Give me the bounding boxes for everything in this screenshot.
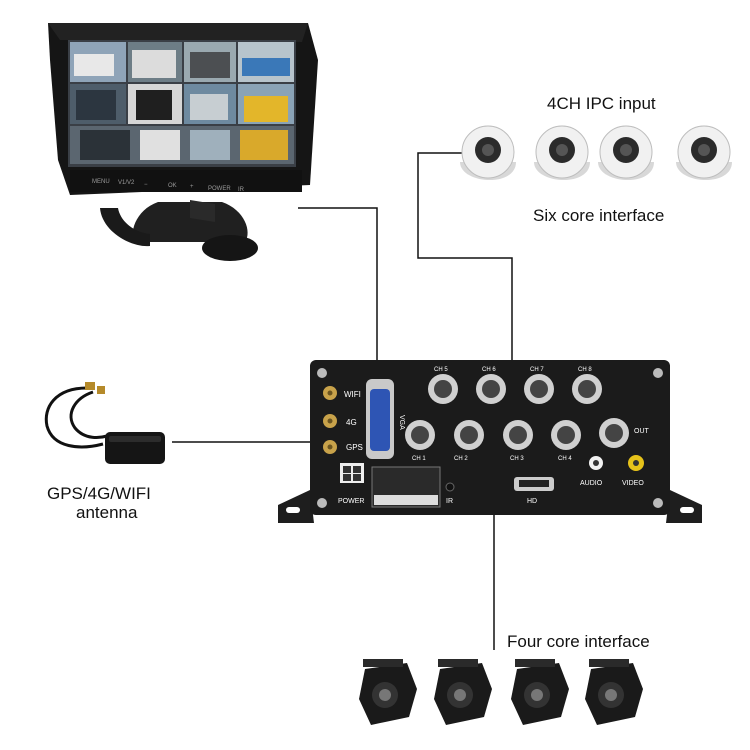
aviation-connectors-top[interactable] (428, 374, 602, 404)
monitor-ok-button[interactable]: OK (168, 183, 177, 189)
monitor-plus-button[interactable]: + (190, 184, 194, 190)
ch8-label: CH 8 (578, 367, 592, 373)
ipc-input-label: 4CH IPC input (547, 94, 656, 113)
truck-camera-icon (585, 659, 643, 725)
4g-port-label: 4G (346, 418, 357, 427)
four-core-interface-label: Four core interface (507, 632, 650, 651)
dome-camera-icon (460, 125, 516, 181)
audio-label: AUDIO (580, 480, 603, 487)
io-terminal-block[interactable] (371, 466, 441, 508)
ch6-label: CH 6 (482, 367, 496, 373)
truck-camera-icon (511, 659, 569, 725)
dome-camera-icon (534, 125, 590, 181)
mobile-dvr-unit: WIFI 4G GPS VGA POWER IR CH 5 CH 6 CH 7 … (278, 360, 702, 523)
power-connector[interactable] (340, 463, 364, 483)
camera-feed-grid (70, 42, 294, 164)
vga-port[interactable] (366, 379, 394, 459)
hd-label: HD (527, 498, 537, 505)
dome-camera-icon (676, 125, 732, 181)
monitor-to-dvr-line (298, 207, 378, 378)
truck-camera-row (359, 659, 643, 725)
six-core-interface-label: Six core interface (533, 206, 665, 225)
wifi-port-label: WIFI (344, 390, 361, 399)
truck-camera-icon (434, 659, 492, 725)
monitor-ir-indicator: IR (238, 187, 245, 193)
cameras-to-dvr-line (417, 152, 513, 365)
ch4-label: CH 4 (558, 456, 572, 462)
ch5-label: CH 5 (434, 367, 448, 373)
gps-4g-wifi-antenna (44, 382, 165, 464)
gps-port-label: GPS (346, 443, 363, 452)
hdmi-port[interactable] (514, 477, 554, 491)
monitor-power-button[interactable]: POWER (208, 186, 231, 192)
sma-antenna-ports[interactable] (323, 386, 337, 454)
antenna-label-line2: antenna (76, 503, 138, 522)
truck-camera-icon (359, 659, 417, 725)
monitor-menu-button[interactable]: MENU (92, 179, 110, 185)
dome-camera-icon (598, 125, 654, 181)
out-label: OUT (634, 428, 650, 435)
antenna-label-line1: GPS/4G/WIFI (47, 484, 151, 503)
video-label: VIDEO (622, 480, 644, 487)
ch3-label: CH 3 (510, 456, 524, 462)
ir-port-label: IR (446, 498, 453, 505)
vga-label: VGA (398, 415, 405, 430)
monitor-minus-button[interactable]: − (144, 182, 148, 188)
ch2-label: CH 2 (454, 456, 468, 462)
monitor: MENU V1/V2 − OK + POWER IR (48, 23, 318, 261)
ipc-camera-row (460, 125, 732, 181)
power-label: POWER (338, 498, 364, 505)
monitor-button-labels: MENU V1/V2 − OK + POWER IR (92, 179, 245, 193)
ch1-label: CH 1 (412, 456, 426, 462)
monitor-v1v2-button[interactable]: V1/V2 (118, 180, 135, 186)
ch7-label: CH 7 (530, 367, 544, 373)
aviation-connectors-bottom[interactable] (405, 418, 629, 450)
